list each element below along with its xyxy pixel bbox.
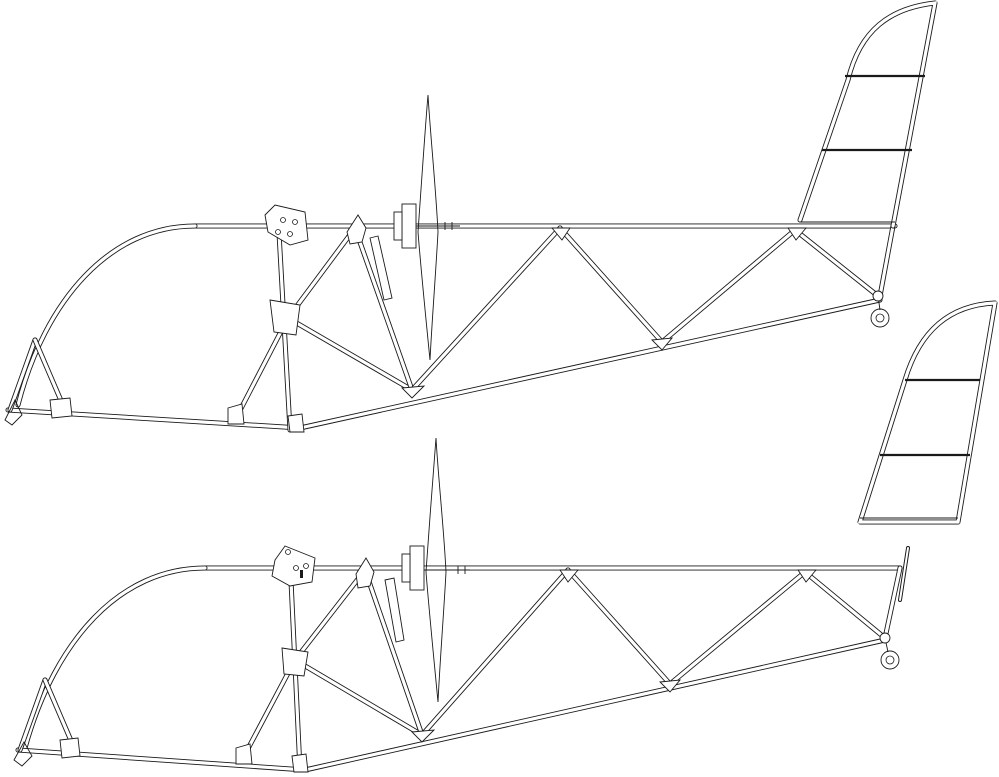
separate-rudder bbox=[857, 300, 998, 525]
gusset-plate bbox=[411, 729, 436, 743]
gusset-plate bbox=[49, 397, 73, 419]
lower-strut-fitting bbox=[355, 557, 405, 643]
gusset-plate bbox=[651, 337, 674, 351]
lower-nose-bracket bbox=[13, 741, 33, 767]
gusset-plate bbox=[559, 569, 579, 583]
upper-fuselage-frame bbox=[4, 0, 938, 433]
upper-frame-tubes bbox=[5, 212, 898, 433]
lower-propeller bbox=[401, 437, 470, 703]
lower-wing-fitting bbox=[271, 545, 316, 587]
gusset-plate bbox=[797, 569, 817, 583]
upper-gussets bbox=[49, 227, 807, 433]
upper-wing-fitting bbox=[264, 204, 309, 246]
gusset-plate bbox=[59, 737, 81, 759]
gusset-plate bbox=[235, 743, 253, 765]
upper-tail-wheel bbox=[870, 290, 890, 328]
lower-gussets bbox=[59, 569, 817, 773]
gusset-plate bbox=[291, 753, 309, 773]
gusset-plate bbox=[281, 647, 309, 677]
lower-tail-post bbox=[898, 546, 910, 602]
gusset-plate bbox=[551, 227, 571, 241]
upper-strut-fitting bbox=[346, 214, 393, 301]
gusset-plate bbox=[787, 227, 807, 241]
upper-propeller bbox=[393, 94, 460, 361]
gusset-plate bbox=[287, 413, 305, 433]
gusset-plate bbox=[269, 299, 301, 336]
lower-tail-wheel bbox=[879, 632, 900, 670]
gusset-plate bbox=[227, 403, 245, 425]
gusset-plate bbox=[659, 679, 682, 693]
lower-frame-tubes bbox=[15, 557, 903, 773]
upper-rudder bbox=[797, 0, 938, 229]
lower-fuselage-frame bbox=[13, 437, 910, 773]
gusset-plate bbox=[401, 385, 426, 399]
upper-nose-bracket bbox=[4, 398, 23, 426]
